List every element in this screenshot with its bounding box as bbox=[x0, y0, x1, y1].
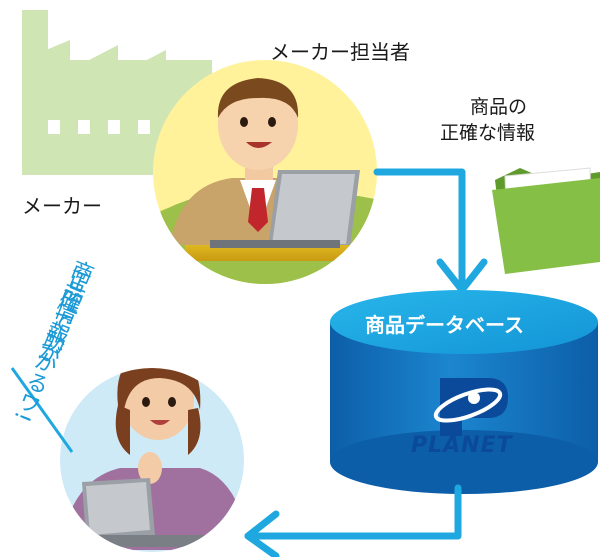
database-cylinder bbox=[330, 290, 598, 494]
planet-logo-text: PLANET bbox=[411, 433, 513, 458]
planet-logo-icon bbox=[433, 378, 508, 436]
label-info-line2: 正確な情報 bbox=[440, 122, 536, 144]
woman-illustration bbox=[60, 368, 244, 552]
speech-tick-line bbox=[10, 367, 74, 453]
flow-arrow-left bbox=[244, 484, 462, 557]
label-maker: メーカー bbox=[22, 194, 102, 218]
label-info-line1: 商品の bbox=[470, 96, 528, 118]
flow-arrow-down bbox=[373, 168, 488, 294]
folder-icon bbox=[492, 167, 600, 274]
database-title: 商品データベース bbox=[365, 313, 524, 337]
label-maker-person: メーカー担当者 bbox=[270, 40, 410, 64]
